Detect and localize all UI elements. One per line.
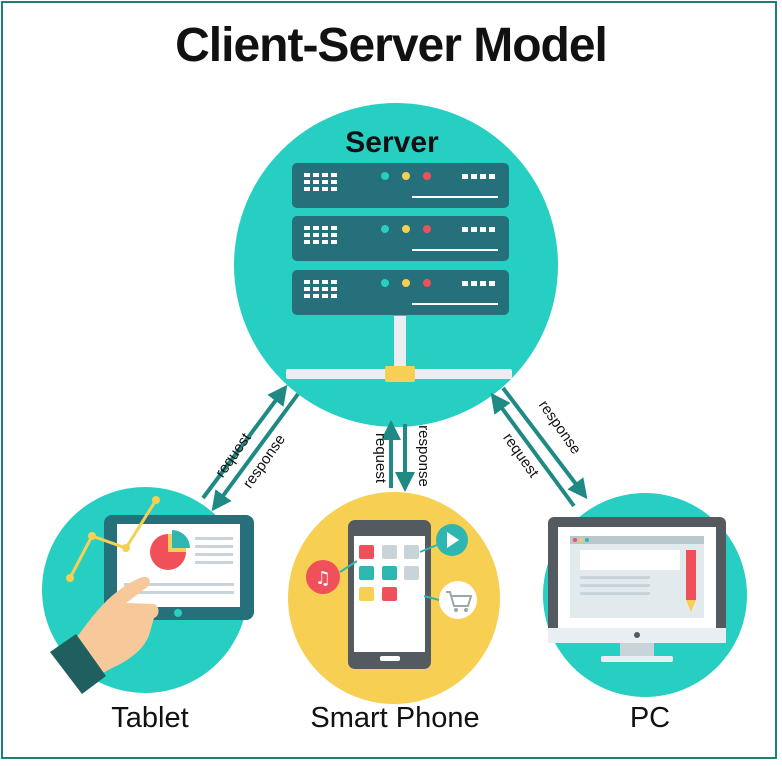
pointing-hand-icon (50, 576, 159, 694)
pencil-icon (686, 550, 696, 612)
pc-label: PC (629, 702, 671, 734)
diagram-title: Client-Server Model (175, 19, 608, 72)
server-rack-unit (292, 270, 509, 315)
pc-response-label: response (535, 397, 584, 457)
server-stand-pole (394, 316, 406, 372)
server-rack-unit (292, 163, 509, 208)
pc-response-arrow (501, 386, 588, 500)
tablet-label: Tablet (111, 702, 189, 734)
svg-text:♫: ♫ (315, 568, 331, 589)
cart-icon (439, 581, 477, 619)
phone-node: ♫ (288, 492, 500, 704)
tablet-node (42, 487, 254, 694)
server-node (234, 103, 558, 427)
phone-response-label: response (415, 425, 432, 487)
server-rack-unit (292, 216, 509, 261)
app-grid-icon (359, 545, 419, 601)
phone-label: Smart Phone (310, 702, 480, 734)
pc-node (543, 493, 747, 697)
music-icon (306, 560, 340, 594)
pc-request-arrow (490, 392, 576, 508)
tablet-request-arrow (201, 384, 288, 500)
tablet-response-arrow (211, 392, 300, 512)
growth-line-icon (68, 499, 158, 579)
server-connector (385, 366, 415, 382)
phone-request-label: request (372, 433, 389, 484)
server-label: Server (345, 126, 439, 159)
